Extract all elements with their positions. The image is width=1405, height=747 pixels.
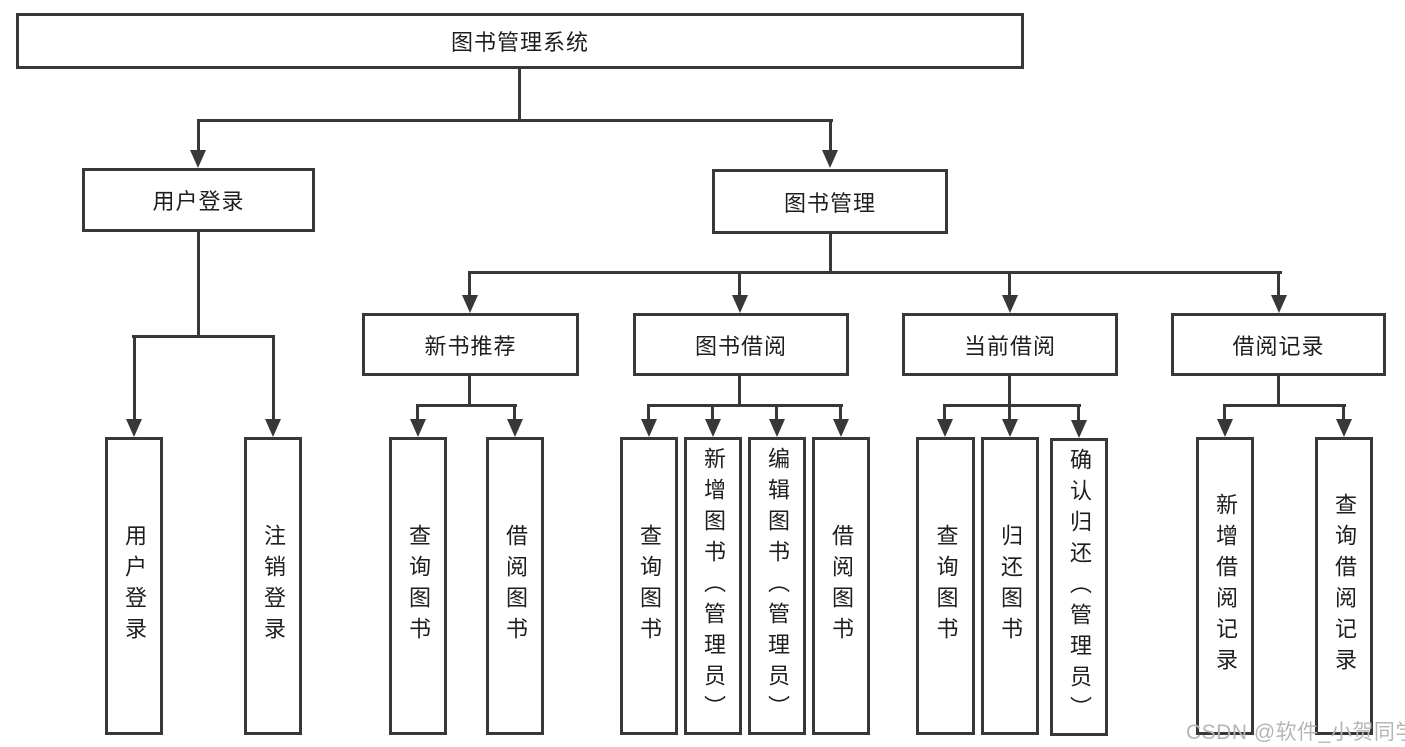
connector-line xyxy=(829,234,832,274)
connector-line xyxy=(738,376,741,407)
connector-line xyxy=(738,271,741,298)
connector-line xyxy=(513,404,516,422)
connector-line xyxy=(943,404,946,422)
arrow-down-icon xyxy=(410,419,426,437)
arrow-down-icon xyxy=(937,419,953,437)
arrow-down-icon xyxy=(732,295,748,313)
connector-line xyxy=(416,404,517,407)
node-book-borrowing: 图书借阅 xyxy=(633,313,849,376)
arrow-down-icon xyxy=(265,419,281,437)
arrow-down-icon xyxy=(641,419,657,437)
connector-line xyxy=(711,404,714,422)
arrow-down-icon xyxy=(507,419,523,437)
leaf-return-books: 归还图书 xyxy=(981,437,1039,735)
node-current-borrowing: 当前借阅 xyxy=(902,313,1118,376)
connector-line xyxy=(1223,404,1226,422)
arrow-down-icon xyxy=(822,150,838,168)
connector-line xyxy=(1008,271,1011,298)
node-book-management: 图书管理 xyxy=(712,169,948,234)
connector-line xyxy=(1077,404,1080,422)
leaf-borrow-books-borrowing: 借阅图书 xyxy=(812,437,870,735)
node-user-login: 用户登录 xyxy=(82,168,315,232)
connector-line xyxy=(829,119,832,152)
arrow-down-icon xyxy=(769,419,785,437)
connector-line xyxy=(839,404,842,422)
connector-line xyxy=(1342,404,1345,422)
leaf-query-books-current: 查询图书 xyxy=(916,437,975,735)
arrow-down-icon xyxy=(1271,295,1287,313)
connector-line xyxy=(132,335,275,338)
node-new-book-recommendation: 新书推荐 xyxy=(362,313,579,376)
arrow-down-icon xyxy=(1071,420,1087,438)
node-borrowing-records: 借阅记录 xyxy=(1171,313,1386,376)
leaf-borrow-books-recommend: 借阅图书 xyxy=(486,437,544,735)
connector-line xyxy=(1223,404,1346,407)
leaf-confirm-return-admin: 确认归还（管理员） xyxy=(1050,438,1108,736)
arrow-down-icon xyxy=(705,419,721,437)
connector-line xyxy=(197,232,200,338)
leaf-add-books-admin: 新增图书（管理员） xyxy=(684,437,742,735)
connector-line xyxy=(272,335,275,421)
connector-line xyxy=(133,335,136,421)
leaf-edit-books-admin: 编辑图书（管理员） xyxy=(748,437,806,735)
connector-line xyxy=(1277,271,1280,298)
connector-line xyxy=(647,404,843,407)
arrow-down-icon xyxy=(190,150,206,168)
node-library-management-system: 图书管理系统 xyxy=(16,13,1024,69)
arrow-down-icon xyxy=(1336,419,1352,437)
connector-line xyxy=(197,119,200,152)
arrow-down-icon xyxy=(1002,295,1018,313)
arrow-down-icon xyxy=(126,419,142,437)
connector-line xyxy=(647,404,650,422)
connector-line xyxy=(197,119,833,122)
leaf-query-books-borrowing: 查询图书 xyxy=(620,437,678,735)
leaf-add-borrow-record: 新增借阅记录 xyxy=(1196,437,1254,735)
leaf-query-books-recommend: 查询图书 xyxy=(389,437,447,735)
leaf-query-borrow-record: 查询借阅记录 xyxy=(1315,437,1373,735)
connector-line xyxy=(468,376,471,407)
connector-line xyxy=(416,404,419,422)
connector-line xyxy=(468,271,471,298)
connector-line xyxy=(1008,404,1011,422)
connector-line xyxy=(1277,376,1280,407)
connector-line xyxy=(943,404,1081,407)
arrow-down-icon xyxy=(833,419,849,437)
connector-line xyxy=(1008,376,1011,407)
leaf-logout-login: 注销登录 xyxy=(244,437,302,735)
watermark-csdn: CSDN @软件_小贺同学 xyxy=(1186,721,1405,744)
arrow-down-icon xyxy=(462,295,478,313)
arrow-down-icon xyxy=(1002,419,1018,437)
leaf-user-login: 用户登录 xyxy=(105,437,163,735)
connector-line xyxy=(775,404,778,422)
connector-line xyxy=(518,69,521,122)
connector-line xyxy=(468,271,1282,274)
arrow-down-icon xyxy=(1217,419,1233,437)
